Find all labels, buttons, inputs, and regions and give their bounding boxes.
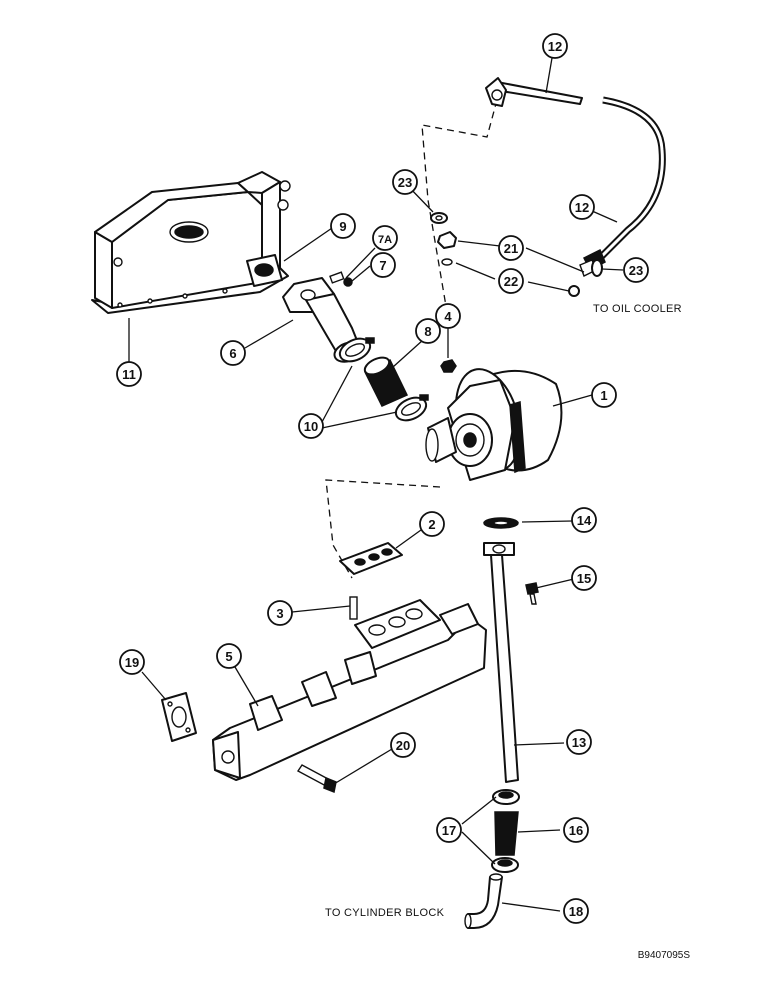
callout-5: 5 bbox=[216, 643, 242, 669]
oil-drain-tube-part bbox=[483, 542, 519, 783]
callout-2: 2 bbox=[419, 511, 445, 537]
gasket-part-14 bbox=[483, 517, 519, 529]
svg-text:12: 12 bbox=[548, 39, 562, 54]
svg-text:6: 6 bbox=[229, 346, 236, 361]
clamp-part-17-upper bbox=[492, 789, 520, 805]
callout-7a: 7A bbox=[372, 225, 398, 251]
callout-6: 6 bbox=[220, 340, 246, 366]
svg-text:8: 8 bbox=[424, 324, 431, 339]
svg-text:4: 4 bbox=[444, 309, 452, 324]
svg-text:7A: 7A bbox=[378, 234, 392, 246]
svg-text:21: 21 bbox=[504, 241, 518, 256]
callout-18: 18 bbox=[563, 898, 589, 924]
callout-7: 7 bbox=[370, 252, 396, 278]
gasket-part-9 bbox=[246, 254, 283, 287]
elbow-tube-part-18 bbox=[464, 873, 503, 929]
svg-text:23: 23 bbox=[629, 263, 643, 278]
svg-text:16: 16 bbox=[569, 823, 583, 838]
bolt-part-7 bbox=[329, 271, 353, 287]
svg-text:1: 1 bbox=[600, 388, 607, 403]
note-to-oil-cooler: TO OIL COOLER bbox=[593, 303, 682, 315]
gasket-part-2 bbox=[339, 542, 403, 575]
svg-text:10: 10 bbox=[304, 419, 318, 434]
exhaust-manifold-part bbox=[212, 599, 487, 781]
stud-part-3 bbox=[349, 596, 358, 620]
adapter-fitting-21-top bbox=[437, 231, 457, 249]
svg-text:13: 13 bbox=[572, 735, 586, 750]
callout-14: 14 bbox=[571, 507, 597, 533]
svg-text:9: 9 bbox=[339, 219, 346, 234]
callout-3: 3 bbox=[267, 600, 293, 626]
hose-clamp-lower bbox=[394, 394, 429, 422]
callout-21: 21 bbox=[498, 235, 524, 261]
svg-text:5: 5 bbox=[225, 649, 232, 664]
oil-line-fitting-part bbox=[485, 77, 583, 107]
callout-10: 10 bbox=[298, 413, 324, 439]
bolt-part-15 bbox=[525, 582, 539, 605]
bolt-part-20 bbox=[296, 764, 337, 794]
hose-clamp-upper bbox=[338, 337, 375, 363]
callout-12-hose: 12 bbox=[569, 194, 595, 220]
hose-part-8 bbox=[363, 356, 409, 407]
oil-hose-part bbox=[579, 96, 666, 277]
sealing-washer-23-top bbox=[430, 212, 448, 224]
callout-19: 19 bbox=[119, 649, 145, 675]
o-ring-22-top bbox=[441, 258, 453, 266]
o-ring-22-bottom bbox=[568, 285, 580, 297]
callout-9: 9 bbox=[330, 213, 356, 239]
svg-text:18: 18 bbox=[569, 904, 583, 919]
clamp-part-17-lower bbox=[491, 857, 519, 873]
svg-text:14: 14 bbox=[577, 513, 592, 528]
callout-16: 16 bbox=[563, 817, 589, 843]
hose-part-16 bbox=[494, 811, 519, 856]
assembly-dashed-line-oil bbox=[421, 99, 498, 319]
callout-8: 8 bbox=[415, 318, 441, 344]
callout-13: 13 bbox=[566, 729, 592, 755]
svg-text:11: 11 bbox=[122, 367, 136, 382]
svg-text:12: 12 bbox=[575, 200, 589, 215]
svg-text:7: 7 bbox=[379, 258, 386, 273]
callout-23-top: 23 bbox=[392, 169, 418, 195]
svg-text:2: 2 bbox=[428, 517, 435, 532]
svg-text:20: 20 bbox=[396, 738, 410, 753]
nut-part-4 bbox=[440, 359, 457, 373]
turbocharger-part bbox=[425, 368, 563, 481]
callout-12-top: 12 bbox=[542, 33, 568, 59]
callout-22: 22 bbox=[498, 268, 524, 294]
callout-17: 17 bbox=[436, 817, 462, 843]
callout-15: 15 bbox=[571, 565, 597, 591]
callout-11: 11 bbox=[116, 361, 142, 387]
callout-4: 4 bbox=[435, 303, 461, 329]
svg-text:23: 23 bbox=[398, 175, 412, 190]
note-to-cylinder-block: TO CYLINDER BLOCK bbox=[325, 907, 445, 919]
svg-text:19: 19 bbox=[125, 655, 139, 670]
callout-1: 1 bbox=[591, 382, 617, 408]
leader-lines bbox=[128, 57, 624, 912]
svg-text:3: 3 bbox=[276, 606, 283, 621]
callout-20: 20 bbox=[390, 732, 416, 758]
sealing-washer-23-bottom bbox=[591, 259, 603, 277]
callout-23-bottom: 23 bbox=[623, 257, 649, 283]
svg-text:15: 15 bbox=[577, 571, 591, 586]
heat-shield-part bbox=[91, 171, 291, 314]
drawing-reference-number: B9407095S bbox=[638, 950, 691, 961]
gasket-part-19 bbox=[161, 692, 197, 742]
svg-text:17: 17 bbox=[442, 823, 456, 838]
svg-text:22: 22 bbox=[504, 274, 518, 289]
